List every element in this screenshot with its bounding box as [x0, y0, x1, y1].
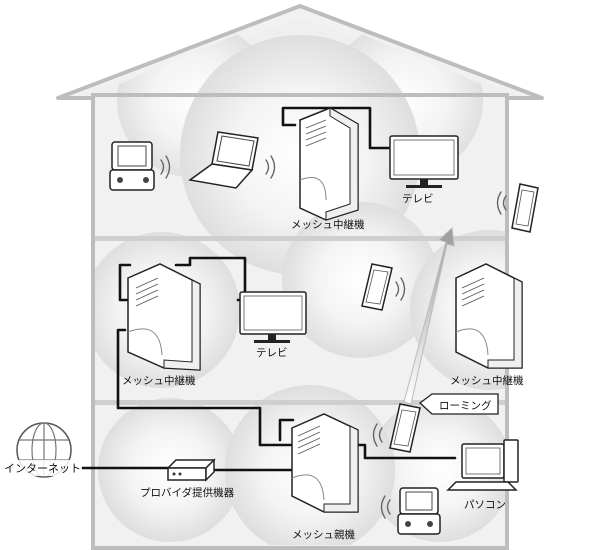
- mesh-repeater-left: メッシュ中継機: [122, 263, 201, 387]
- repeater-top-label: メッシュ中継機: [291, 218, 365, 231]
- smartphone-bottom: [372, 403, 421, 453]
- smartphone-middle: [361, 263, 406, 311]
- mesh-repeater-top: メッシュ中継機: [291, 107, 365, 231]
- repeater-left-label: メッシュ中継機: [122, 374, 196, 387]
- tv-left-label: テレビ: [256, 347, 288, 359]
- pc-label: パソコン: [464, 499, 506, 511]
- repeater-right-label: メッシュ中継機: [450, 374, 524, 387]
- roaming-label: ローミング: [439, 399, 492, 412]
- mesh-parent-router: メッシュ親機: [291, 413, 359, 541]
- tv-left: テレビ: [239, 291, 307, 359]
- internet-label: インターネット: [4, 462, 81, 475]
- tv-top-label: テレビ: [402, 193, 434, 205]
- game-console-top: [109, 141, 171, 191]
- tablet-top-right: [496, 183, 539, 233]
- roaming-arrow: [403, 226, 455, 405]
- parent-router-label: メッシュ親機: [292, 528, 355, 541]
- laptop: [188, 131, 276, 189]
- provider-label: プロバイダ提供機器: [140, 486, 235, 499]
- tv-top: テレビ: [389, 135, 459, 205]
- pc: パソコン: [446, 439, 519, 511]
- game-console-bottom: [380, 487, 441, 535]
- provider-device: プロバイダ提供機器: [140, 458, 235, 499]
- internet-globe: インターネット: [2, 422, 82, 478]
- mesh-repeater-right: メッシュ中継機: [450, 263, 524, 387]
- roaming-callout: ローミング: [418, 393, 499, 415]
